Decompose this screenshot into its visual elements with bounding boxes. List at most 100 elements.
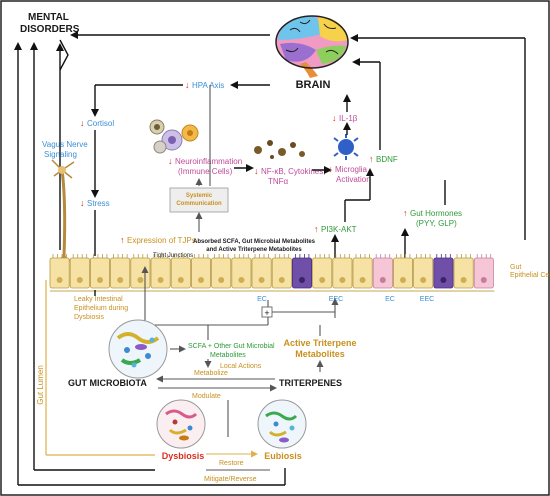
ec-label-1: EC (257, 296, 267, 303)
immune-cells-icon (149, 119, 199, 154)
ec-cell (433, 257, 454, 289)
systemic-communication-box (169, 187, 229, 213)
cell-nucleus (480, 277, 487, 283)
mitigate-label: Mitigate/Reverse (204, 476, 257, 483)
stress-down-arrow: ↓ (80, 198, 85, 208)
active-triterpene-line1: Active Triterpene (283, 338, 356, 348)
cell-nucleus (218, 277, 225, 283)
gut-epithelial-line2: Epithelial Cells (510, 272, 550, 279)
absorbed-line2: and Active Triterpene Metabolites (206, 247, 302, 253)
scfa-line1: SCFA + Other Gut Microbial (188, 343, 275, 350)
plus-sign: + (264, 308, 269, 318)
systemic-line1: Systemic (186, 193, 213, 199)
restore-label: Restore (219, 460, 244, 467)
hpa-down-arrow: ↓ (185, 80, 190, 90)
nfkb-line2: TNFα (268, 177, 289, 186)
gut-microbiota-icon (108, 319, 168, 379)
hpa-label: HPA Axis (192, 81, 224, 90)
dysbiosis-label: Dysbiosis (162, 451, 205, 461)
gut-hormones-up-arrow: ↑ (403, 208, 408, 218)
epithelial-cell (271, 257, 292, 289)
epithelial-cell (453, 257, 474, 289)
cell-nucleus (177, 277, 184, 283)
gut-epithelial-line1: Gut (510, 264, 521, 271)
cell-nucleus (137, 277, 144, 283)
cortisol-down-arrow: ↓ (80, 118, 85, 128)
tjp-label: Expression of TJPs (127, 236, 196, 245)
mental-disorders-line2: DISORDERS (20, 24, 80, 35)
leaky-line2: Epithelium during (74, 305, 128, 312)
gut-epithelium (49, 254, 495, 292)
cell-nucleus (97, 277, 103, 283)
neuroinflammation-line2: (Immune Cells) (178, 167, 233, 176)
cell-nucleus (440, 277, 447, 283)
brain-icon (275, 15, 349, 78)
vagus-label-line2: Signaling (44, 150, 77, 159)
epithelial-cell (110, 257, 131, 289)
leaky-line3: Dysbiosis (74, 314, 104, 321)
epithelial-cell (332, 257, 353, 289)
epithelial-cell (312, 257, 333, 289)
cell-nucleus (278, 277, 285, 283)
epithelial-cell (352, 257, 373, 289)
eubiosis-label: Eubiosis (264, 451, 302, 461)
eubiosis-icon (257, 399, 307, 449)
bdnf-label: BDNF (376, 155, 398, 164)
epithelial-cell (170, 257, 191, 289)
mental-disorders-line1: MENTAL (28, 12, 69, 23)
neuroinflammation-down-arrow: ↓ (168, 156, 173, 166)
cell-nucleus (460, 277, 467, 283)
cell-nucleus (400, 277, 406, 283)
cell-nucleus (258, 277, 265, 283)
gut-lumen-label: Gut Lumen (36, 365, 45, 405)
nfkb-down-arrow: ↓ (254, 166, 259, 176)
scfa-line2: Metabolites (210, 352, 246, 359)
cell-nucleus (238, 277, 245, 283)
triterpenes-label: TRITERPENES (279, 378, 342, 388)
tjp-up-arrow: ↑ (120, 235, 125, 245)
microglia-line1: Microglia (335, 165, 368, 174)
microglia-line2: Activation (336, 175, 371, 184)
plus-box (261, 306, 273, 318)
cell-nucleus (299, 277, 305, 283)
microglia-down-arrow: ↓ (328, 164, 333, 174)
epithelial-cell (69, 257, 90, 289)
metabolize-label: Metabolize (194, 370, 228, 377)
epithelial-cell (392, 257, 413, 289)
microglia-icon (333, 134, 359, 160)
eec-cell (372, 257, 393, 289)
pi3k-label: PI3K-AKT (321, 225, 357, 234)
cell-nucleus (117, 277, 124, 283)
systemic-line2: Communication (176, 201, 222, 207)
epithelial-cell (150, 257, 171, 289)
cell-nucleus (319, 277, 326, 283)
stress-label: Stress (87, 199, 110, 208)
modulate-label: Modulate (192, 393, 221, 400)
cell-nucleus (198, 277, 204, 283)
leaky-line1: Leaky Intestinal (74, 296, 123, 303)
local-actions-label: Local Actions (220, 363, 262, 370)
absorbed-line1: Absorbed SCFA, Gut Microbial Metabolites (193, 239, 316, 245)
epithelial-cell (413, 257, 434, 289)
epithelial-cell (130, 257, 151, 289)
ec-cell (291, 257, 312, 289)
cell-nucleus (339, 277, 346, 283)
arrow-chevron (59, 39, 69, 71)
epithelial-cell (90, 257, 111, 289)
cell-nucleus (420, 277, 427, 283)
epithelial-cell (211, 257, 232, 289)
cell-nucleus (56, 277, 63, 283)
bdnf-up-arrow: ↑ (369, 154, 374, 164)
cell-nucleus (379, 277, 386, 283)
cortisol-label: Cortisol (87, 119, 114, 128)
cell-nucleus (157, 277, 164, 283)
gut-hormones-line1: Gut Hormones (410, 209, 462, 218)
eec-label-2: EEC (420, 296, 434, 303)
gut-microbiota-label: GUT MICROBIOTA (68, 378, 147, 388)
brain-label: BRAIN (296, 79, 331, 91)
nfkb-line1: NF-κB, Cytokines, (261, 167, 325, 176)
pi3k-up-arrow: ↑ (314, 224, 319, 234)
